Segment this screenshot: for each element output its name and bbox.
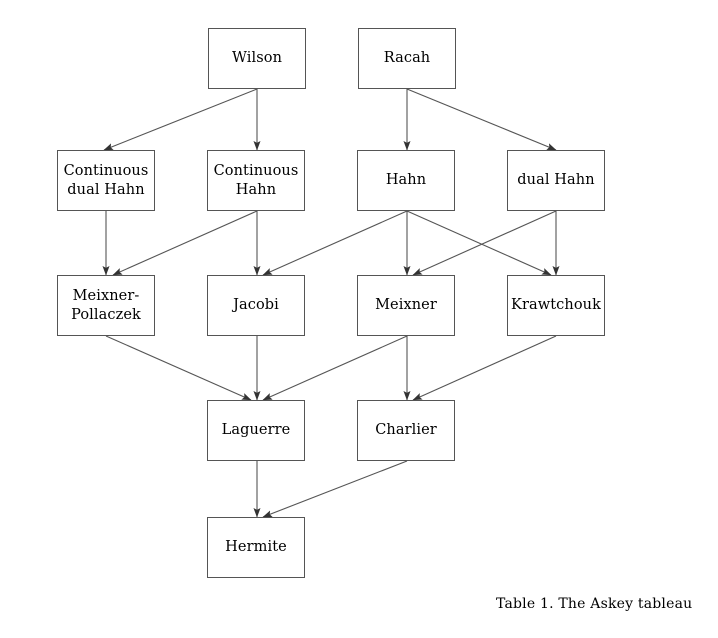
node-continuous-dual-hahn[interactable]: Continuous dual Hahn: [57, 150, 155, 211]
node-laguerre[interactable]: Laguerre: [207, 400, 305, 461]
node-jacobi[interactable]: Jacobi: [207, 275, 305, 336]
edge-charlier-to-hermite: [262, 460, 408, 518]
edge-hahn-to-krawtchouk: [406, 210, 552, 276]
edge-racah-to-dual-hahn: [406, 88, 557, 151]
node-krawtchouk[interactable]: Krawtchouk: [507, 275, 605, 336]
node-continuous-hahn[interactable]: Continuous Hahn: [207, 150, 305, 211]
node-hahn[interactable]: Hahn: [357, 150, 455, 211]
figure-caption: Table 1. The Askey tableau: [496, 596, 693, 612]
edge-dual-hahn-to-meixner: [412, 210, 557, 276]
node-meixner[interactable]: Meixner: [357, 275, 455, 336]
node-dual-hahn[interactable]: dual Hahn: [507, 150, 605, 211]
edge-continuous-hahn-to-meixner-pollaczek: [112, 210, 258, 276]
node-wilson[interactable]: Wilson: [208, 28, 306, 89]
edge-meixner-pollaczek-to-laguerre: [105, 335, 252, 401]
edge-meixner-to-laguerre: [262, 335, 408, 401]
node-racah[interactable]: Racah: [358, 28, 456, 89]
edge-hahn-to-jacobi: [262, 210, 408, 276]
edge-wilson-to-continuous-dual-hahn: [103, 88, 258, 151]
node-hermite[interactable]: Hermite: [207, 517, 305, 578]
node-meixner-pollaczek[interactable]: Meixner- Pollaczek: [57, 275, 155, 336]
node-charlier[interactable]: Charlier: [357, 400, 455, 461]
edge-krawtchouk-to-charlier: [412, 335, 557, 401]
